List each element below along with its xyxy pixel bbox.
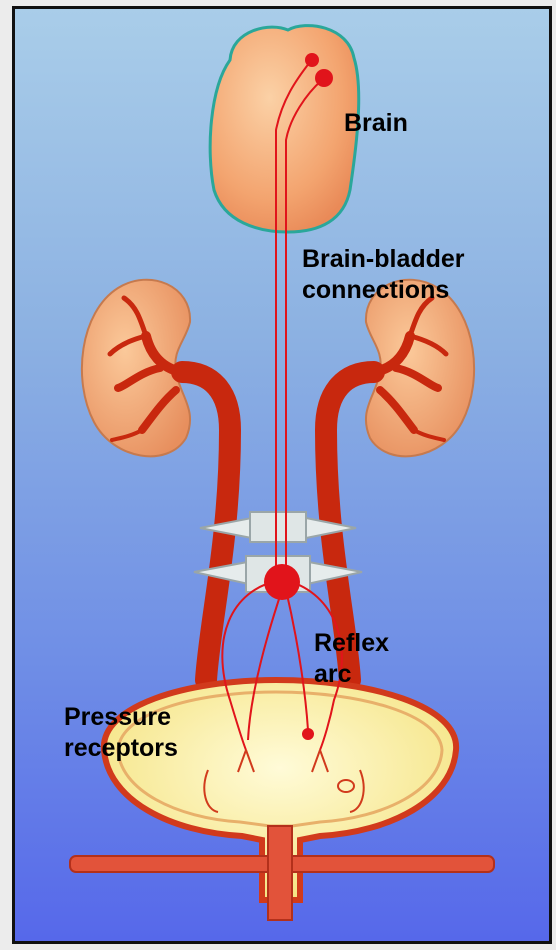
reflex-label-line1: Reflex xyxy=(314,628,389,659)
pressure-label-line2: receptors xyxy=(64,733,178,764)
brain-label: Brain xyxy=(344,108,408,139)
urethra xyxy=(70,826,494,920)
brain-label-text: Brain xyxy=(344,109,408,137)
brain-bladder-connections-label: Brain-bladder connections xyxy=(302,244,465,306)
reflex-label-line2: arc xyxy=(314,659,389,690)
pressure-label-line1: Pressure xyxy=(64,702,178,733)
brain-bladder-label-line1: Brain-bladder xyxy=(302,244,465,275)
pressure-receptors-label: Pressure receptors xyxy=(64,702,178,764)
brain-shape xyxy=(210,26,359,232)
brain-bladder-label-line2: connections xyxy=(302,275,465,306)
reflex-arc-label: Reflex arc xyxy=(314,628,389,690)
